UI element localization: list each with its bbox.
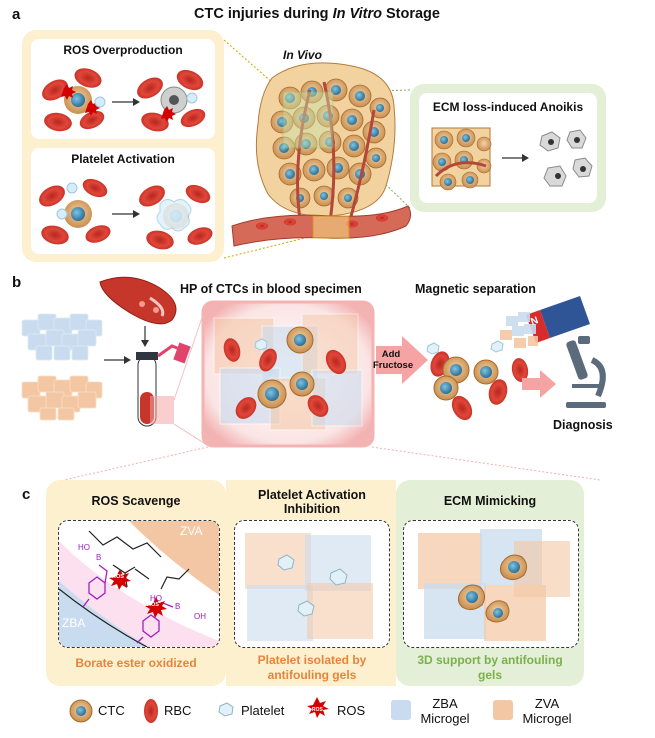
panel-c-letter: c (22, 486, 31, 503)
ecm-mimicking-title: ECM Mimicking (443, 494, 537, 508)
ros-overproduction-scene (42, 68, 206, 132)
magnetic-separation-title: Magnetic separation (415, 282, 536, 296)
ros-scavenge-title: ROS Scavenge (91, 494, 181, 508)
ecm-anoikis-scene (431, 127, 593, 191)
legend-ros: ROS (337, 703, 366, 718)
chem-oh: OH (194, 612, 206, 621)
chemistry-scene (59, 521, 219, 647)
in-vivo-label: In Vivo (283, 48, 322, 62)
chem-b-2: B (175, 602, 181, 611)
platelet-activation-title: Platelet Activation (71, 152, 175, 166)
panel-a-title-pre: CTC injuries during (194, 6, 333, 22)
legend-ctc: CTC (98, 703, 125, 718)
zva-label: ZVA (180, 524, 203, 538)
panel-a-letter: a (12, 6, 21, 23)
panel-a-title: CTC injuries during In Vitro Storage (194, 6, 440, 22)
chem-b-1: B (96, 553, 102, 562)
ctc-legend-icon (69, 699, 93, 723)
legend-rbc: RBC (164, 703, 192, 718)
ros-frame (58, 520, 220, 648)
zba-microgel-cluster (21, 313, 103, 361)
blood-vessel (99, 276, 177, 325)
platelet-activation-scene (39, 178, 213, 250)
add-fructose-label: Add Fructose (373, 349, 414, 371)
legend-zba: ZBA Microgel (420, 696, 470, 726)
chem-ho-1: HO (78, 543, 90, 552)
ecm-gel-scene (418, 529, 570, 641)
hp-cells (223, 326, 347, 419)
zba-legend-icon (391, 700, 411, 720)
platelet-inhibition-title: Platelet Activation Inhibition (258, 488, 366, 516)
legend-zva: ZVA Microgel (522, 696, 572, 726)
diagnosis-label: Diagnosis (553, 418, 613, 432)
ros-legend-icon (307, 697, 329, 718)
magnet (500, 296, 590, 348)
panel-a-title-post: Storage (381, 6, 440, 22)
caption-ros: Borate ester oxidized (75, 656, 197, 670)
zva-legend-icon (493, 700, 513, 720)
zva-microgel-cluster (21, 375, 103, 421)
ros-badge-1: ROS (112, 574, 124, 580)
tumor-illustration (231, 62, 412, 247)
panel-a-title-em: In Vitro (332, 6, 382, 22)
caption-ecm: 3D support by antifouling gels (417, 653, 563, 682)
caption-platelet: Platelet isolated by antifouling gels (257, 653, 367, 682)
zba-label: ZBA (62, 616, 86, 630)
microscope-icon (566, 336, 606, 408)
ros-badge-2: ROS (147, 602, 159, 608)
panel-b-letter: b (12, 274, 22, 291)
ecm-frame (403, 520, 579, 648)
legend-ros-badge: ROS (312, 707, 323, 713)
platelet-gel-scene (245, 533, 373, 641)
platelet-legend-icon (218, 702, 234, 717)
platelet-frame (234, 520, 390, 648)
chem-ho-2: HO (150, 594, 162, 603)
ecm-anoikis-title: ECM loss-induced Anoikis (432, 100, 584, 114)
separated-cells (426, 340, 529, 421)
ros-overproduction-title: ROS Overproduction (63, 43, 183, 57)
legend-platelet: Platelet (241, 703, 285, 718)
rbc-legend-icon (144, 699, 158, 723)
hp-title: HP of CTCs in blood specimen (180, 282, 362, 296)
